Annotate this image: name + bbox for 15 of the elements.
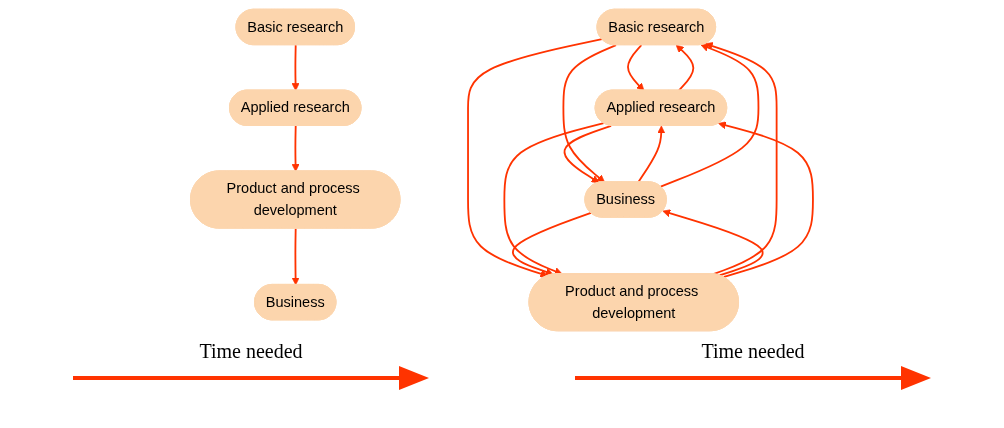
arrow — [291, 125, 300, 172]
arrow — [660, 43, 760, 188]
time-label: Time needed — [701, 340, 805, 363]
arrow — [291, 44, 300, 91]
arrow — [562, 44, 618, 183]
arrow — [718, 121, 815, 278]
arrow — [467, 38, 604, 278]
arrow — [291, 227, 300, 286]
time-label: Time needed — [199, 340, 303, 363]
arrow — [676, 44, 695, 92]
arrow — [503, 122, 605, 275]
arrow — [563, 124, 613, 184]
arrow — [627, 44, 645, 91]
arrow — [662, 209, 764, 277]
arrow — [512, 212, 593, 276]
